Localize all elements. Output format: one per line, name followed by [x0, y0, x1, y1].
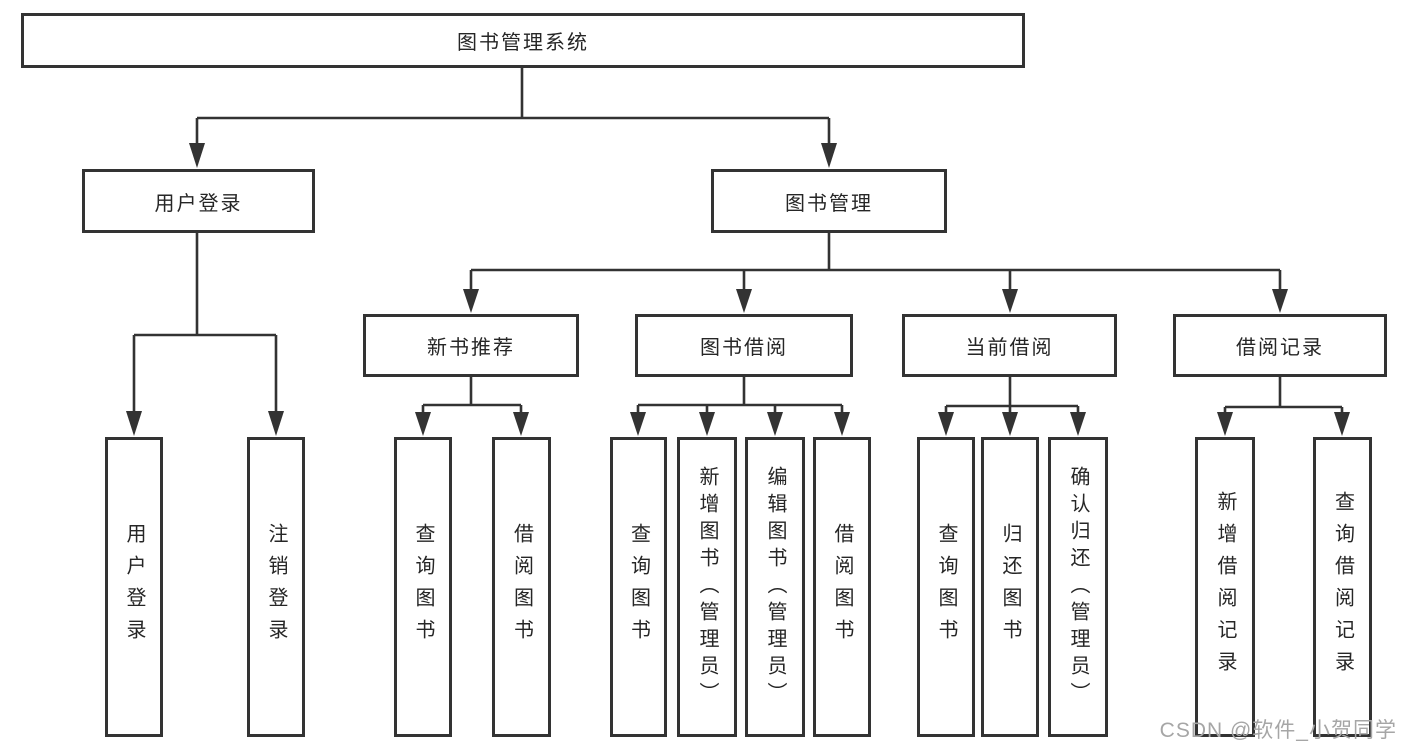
leaf-confirm-return-admin: 确认归还（管理员）	[1048, 437, 1108, 737]
node-label: 注销登录	[265, 523, 287, 651]
node-label: 借阅记录	[1236, 337, 1324, 359]
node-label: 图书借阅	[700, 337, 788, 359]
node-label: 查询图书	[935, 523, 957, 651]
leaf-query-books-current: 查询图书	[917, 437, 975, 737]
node-borrow-records: 借阅记录	[1173, 314, 1387, 377]
node-label: 图书管理	[785, 192, 873, 215]
node-label: 用户登录	[154, 192, 243, 215]
node-label: 查询图书	[627, 523, 650, 651]
node-label: 归还图书	[999, 523, 1021, 651]
node-library-system: 图书管理系统	[21, 13, 1025, 68]
node-label: 当前借阅	[965, 337, 1054, 359]
node-label: 借阅图书	[510, 523, 533, 651]
node-label: 新书推荐	[427, 337, 515, 359]
leaf-query-books-borrow: 查询图书	[610, 437, 667, 737]
leaf-logout: 注销登录	[247, 437, 305, 737]
node-current-borrow: 当前借阅	[902, 314, 1117, 377]
node-label: 图书管理系统	[457, 32, 589, 54]
node-label: 查询图书	[412, 523, 434, 651]
leaf-add-books-admin: 新增图书（管理员）	[677, 437, 737, 737]
node-book-management: 图书管理	[711, 169, 947, 233]
node-label: 查询借阅记录	[1331, 491, 1354, 683]
leaf-edit-books-admin: 编辑图书（管理员）	[745, 437, 805, 737]
leaf-add-borrow-record: 新增借阅记录	[1195, 437, 1255, 737]
leaf-user-login: 用户登录	[105, 437, 163, 737]
csdn-watermark: CSDN @软件_小贺同学	[1159, 719, 1397, 742]
node-user-login-group: 用户登录	[82, 169, 315, 233]
leaf-return-books: 归还图书	[981, 437, 1039, 737]
leaf-query-borrow-record: 查询借阅记录	[1313, 437, 1372, 737]
node-label: 新增借阅记录	[1214, 491, 1236, 683]
node-label: 新增图书（管理员）	[696, 465, 718, 709]
node-label: 编辑图书（管理员）	[764, 465, 786, 709]
leaf-borrow-books-recommend: 借阅图书	[492, 437, 551, 737]
node-new-book-recommend: 新书推荐	[363, 314, 579, 377]
node-book-borrow: 图书借阅	[635, 314, 853, 377]
leaf-borrow-books: 借阅图书	[813, 437, 871, 737]
node-label: 确认归还（管理员）	[1067, 465, 1089, 709]
node-label: 借阅图书	[831, 523, 853, 651]
leaf-query-books-recommend: 查询图书	[394, 437, 452, 737]
node-label: 用户登录	[123, 523, 145, 651]
